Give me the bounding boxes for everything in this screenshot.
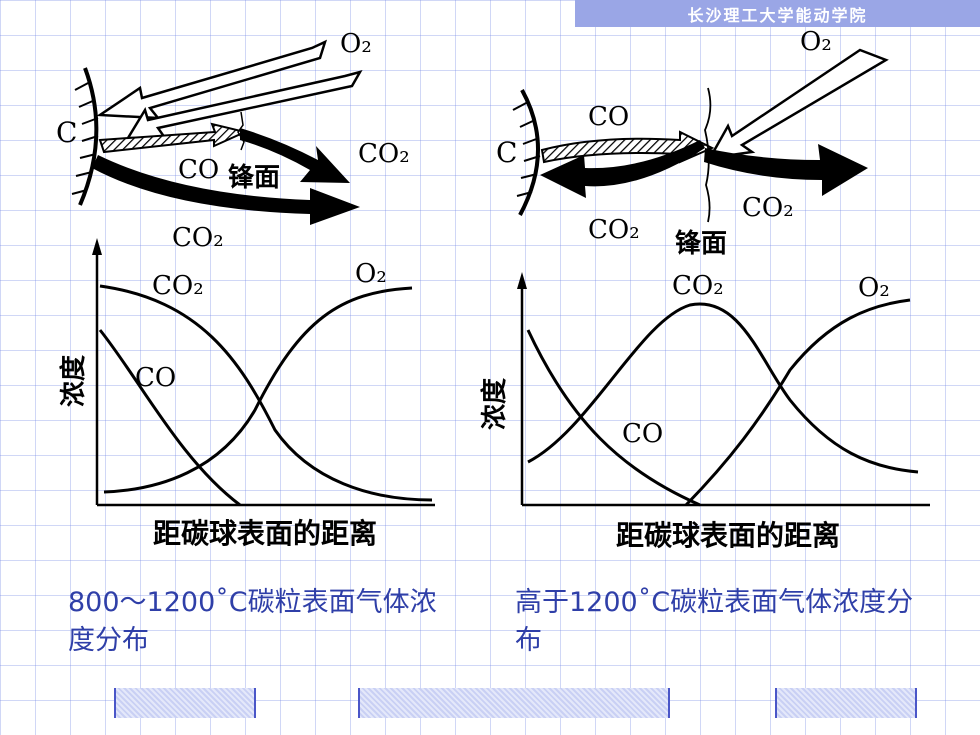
left-graph-o2-label: O₂ xyxy=(355,259,387,289)
left-graph-co2-label: CO₂ xyxy=(152,271,204,301)
right-schematic: O₂ CO C CO₂ CO₂ 锋面 xyxy=(496,27,889,259)
left-o2-curve xyxy=(103,286,413,494)
left-carbon-label: C xyxy=(56,116,77,149)
right-caption: 高于1200˚C碳粒表面气体浓度分布 xyxy=(515,587,914,656)
right-graph-co2-label: CO₂ xyxy=(672,271,724,301)
left-caption: 800～1200˚C碳粒表面气体浓度分布 xyxy=(68,587,437,656)
right-co-arrow xyxy=(540,130,715,164)
right-co2-arrow-out xyxy=(704,144,868,196)
left-front-mark xyxy=(237,111,245,151)
left-co2-bottom-label: CO₂ xyxy=(172,223,224,253)
right-graph-xlabel: 距碳球表面的距离 xyxy=(616,519,840,552)
right-co2-curve xyxy=(527,302,919,474)
right-co-curve xyxy=(526,329,701,507)
left-co-arrow xyxy=(98,122,249,154)
right-front-label: 锋面 xyxy=(675,229,727,259)
right-concentration-graph: CO₂ O₂ CO 浓度 距碳球表面的距离 xyxy=(479,271,930,552)
right-carbon-surface xyxy=(518,89,540,216)
right-surface-hatching xyxy=(512,101,541,197)
left-graph-ylabel: 浓度 xyxy=(58,355,89,407)
combustion-diagram: O₂ C CO 锋面 CO₂ CO₂ CO₂ O₂ CO 浓度 距碳球表面的距离 xyxy=(56,27,930,552)
left-front-label: 锋面 xyxy=(228,163,280,193)
header-band: 长沙理工大学能动学院 xyxy=(575,0,980,27)
left-co-label: CO xyxy=(178,155,219,185)
left-o2-arrow-outer xyxy=(96,39,328,120)
right-co2-bottom-label: CO₂ xyxy=(588,215,640,245)
right-co2-arrow-back xyxy=(540,140,705,198)
right-graph-o2-label: O₂ xyxy=(858,273,890,303)
right-graph-co-label: CO xyxy=(622,419,663,449)
left-y-axis-arrow xyxy=(92,238,102,255)
left-schematic: O₂ C CO 锋面 CO₂ CO₂ xyxy=(56,29,410,253)
left-co2-right-label: CO₂ xyxy=(358,139,410,169)
header-title: 长沙理工大学能动学院 xyxy=(687,5,868,25)
left-surface-hatching xyxy=(71,81,99,195)
left-concentration-graph: CO₂ O₂ CO 浓度 距碳球表面的距离 xyxy=(58,238,435,550)
left-co-curve xyxy=(98,329,241,507)
left-co2-arrow-lower xyxy=(92,155,360,225)
left-o2-label: O₂ xyxy=(340,29,372,59)
right-o2-curve xyxy=(684,298,911,507)
right-carbon-label: C xyxy=(496,136,517,169)
right-co2-right-label: CO₂ xyxy=(742,193,794,223)
right-co-label: CO xyxy=(588,102,629,132)
left-graph-xlabel: 距碳球表面的距离 xyxy=(153,517,377,550)
footer-decoration-2 xyxy=(358,688,670,718)
right-o2-arrow xyxy=(707,48,889,160)
right-y-axis-arrow xyxy=(517,272,527,289)
left-graph-co-label: CO xyxy=(135,363,176,393)
left-co2-curve xyxy=(99,284,433,502)
right-graph-ylabel: 浓度 xyxy=(479,378,510,430)
footer-decoration-1 xyxy=(114,688,256,718)
right-o2-label: O₂ xyxy=(800,27,832,57)
footer-decoration-3 xyxy=(775,688,917,718)
left-co2-arrow-upper xyxy=(240,128,350,183)
